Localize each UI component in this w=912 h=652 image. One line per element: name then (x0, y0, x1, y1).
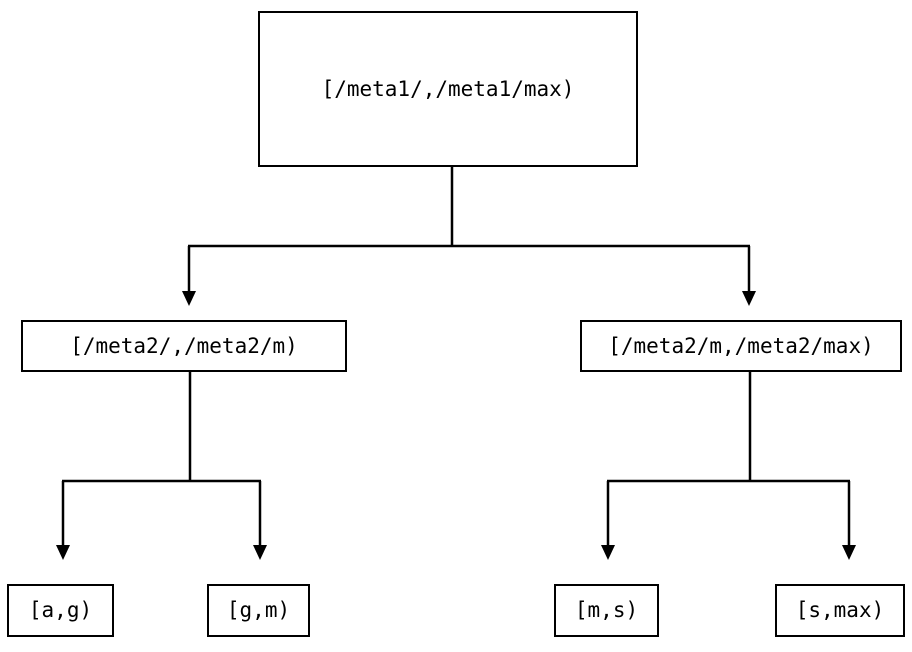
arrowhead-down-icon-leaf-3 (601, 545, 615, 560)
tree-node-mid-right-label: [/meta2/m,/meta2/max) (608, 333, 874, 358)
tree-node-root-label: [/meta1/,/meta1/max) (321, 76, 575, 101)
tree-node-mid-left[interactable]: [/meta2/,/meta2/m) (21, 320, 347, 372)
tree-node-leaf-m-s[interactable]: [m,s) (554, 584, 659, 637)
arrowhead-down-icon-leaf-4 (842, 545, 856, 560)
tree-node-leaf-a-g-label: [a,g) (28, 598, 93, 622)
tree-node-leaf-s-max-label: [s,max) (795, 598, 885, 622)
arrowhead-down-icon-leaf-2 (253, 545, 267, 560)
edge-mid-right-to-leaves (601, 372, 856, 560)
edge-root-to-mid-level (182, 167, 756, 306)
tree-node-leaf-s-max[interactable]: [s,max) (775, 584, 905, 637)
tree-node-leaf-g-m[interactable]: [g,m) (207, 584, 310, 637)
edge-mid-left-to-leaves (56, 372, 267, 560)
arrowhead-down-icon-mid-right (742, 291, 756, 306)
tree-node-leaf-m-s-label: [m,s) (574, 598, 639, 622)
tree-node-mid-left-label: [/meta2/,/meta2/m) (70, 333, 298, 358)
tree-node-leaf-a-g[interactable]: [a,g) (7, 584, 114, 637)
tree-node-leaf-g-m-label: [g,m) (226, 598, 291, 622)
arrowhead-down-icon-mid-left (182, 291, 196, 306)
arrowhead-down-icon-leaf-1 (56, 545, 70, 560)
tree-node-root[interactable]: [/meta1/,/meta1/max) (258, 11, 638, 167)
tree-node-mid-right[interactable]: [/meta2/m,/meta2/max) (580, 320, 902, 372)
